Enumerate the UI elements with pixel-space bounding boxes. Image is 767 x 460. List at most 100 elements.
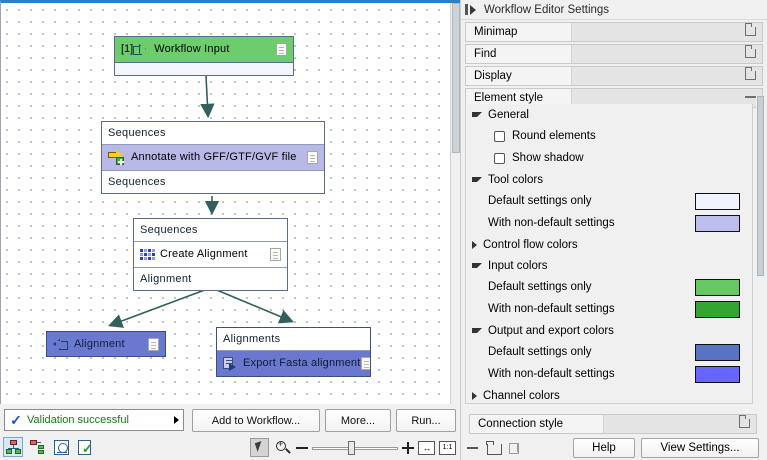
node-header[interactable]: Alignment xyxy=(47,332,165,356)
color-row-label: With non-default settings xyxy=(488,303,615,315)
group-control-flow-colors[interactable]: Control flow colors xyxy=(466,234,752,255)
node-input-port-alignments[interactable]: Alignments xyxy=(217,328,370,351)
workflow-canvas[interactable]: [1] Workflow Input Sequences Annotate xyxy=(1,3,450,404)
node-output-port-alignment[interactable]: Alignment xyxy=(134,267,287,290)
color-swatch[interactable] xyxy=(695,193,740,210)
group-channel-colors[interactable]: Channel colors xyxy=(466,385,752,403)
scrollbar-thumb[interactable] xyxy=(757,96,764,276)
settings-section-minimap[interactable]: Minimap xyxy=(465,22,763,42)
checkbox-round-elements[interactable]: Round elements xyxy=(466,125,752,147)
chevron-down-icon[interactable] xyxy=(472,263,482,268)
color-swatch[interactable] xyxy=(695,301,740,318)
restore-icon[interactable] xyxy=(744,45,756,58)
settings-section-display[interactable]: Display xyxy=(465,66,763,86)
group-output-export-colors[interactable]: Output and export colors xyxy=(466,320,752,341)
export-icon xyxy=(223,356,237,371)
restore-all-icon[interactable] xyxy=(485,439,503,457)
validation-status-dropdown[interactable]: ✓ Validation successful xyxy=(4,409,184,431)
zoom-toolbar: ↔ 1:1 xyxy=(250,435,456,460)
caret-right-icon[interactable] xyxy=(174,416,179,424)
validate-checklist-icon[interactable]: ✓ xyxy=(75,437,95,457)
checkbox-icon[interactable] xyxy=(494,152,505,164)
node-document-icon[interactable] xyxy=(148,337,159,351)
chevron-down-icon[interactable] xyxy=(472,177,482,182)
chevron-down-icon[interactable] xyxy=(472,328,482,333)
node-header[interactable]: Export Fasta alignment xyxy=(217,351,370,376)
settings-section-element-style[interactable]: Element style xyxy=(465,88,763,108)
panel-expand-icon[interactable] xyxy=(470,4,476,15)
color-row-input-default[interactable]: Default settings only xyxy=(466,276,752,298)
color-row-tool-nondefault[interactable]: With non-default settings xyxy=(466,212,752,234)
magnifier-plus-icon[interactable] xyxy=(273,438,292,457)
workflow-node-alignment-output[interactable]: Alignment xyxy=(46,331,166,357)
node-output-port-sequences[interactable]: Sequences xyxy=(102,170,324,193)
color-row-output-nondefault[interactable]: With non-default settings xyxy=(466,363,752,385)
minimize-icon[interactable] xyxy=(745,93,756,102)
settings-footer: Help View Settings... xyxy=(461,436,767,460)
history-clock-icon[interactable] xyxy=(51,437,71,457)
workflow-node-export-fasta-alignment[interactable]: Alignments Export Fasta alignment xyxy=(216,327,371,377)
layout-workflow-icon[interactable] xyxy=(3,437,23,457)
chevron-right-icon[interactable] xyxy=(472,391,477,400)
color-row-output-default[interactable]: Default settings only xyxy=(466,341,752,363)
node-output-port[interactable] xyxy=(115,62,293,75)
node-title: Alignment xyxy=(74,337,125,350)
element-style-content: General Round elements Show shadow Tool … xyxy=(465,104,753,404)
alignment-grid-icon xyxy=(140,248,155,261)
node-header[interactable]: Annotate with GFF/GTF/GVF file xyxy=(102,145,324,170)
restore-icon[interactable] xyxy=(744,67,756,80)
zoom-100-button[interactable]: 1:1 xyxy=(439,440,456,455)
node-document-icon[interactable] xyxy=(270,248,281,261)
settings-section-connection-style[interactable]: Connection style xyxy=(469,414,757,434)
node-input-port-sequences[interactable]: Sequences xyxy=(102,122,324,145)
settings-vertical-scrollbar[interactable] xyxy=(756,96,765,408)
color-row-tool-default[interactable]: Default settings only xyxy=(466,190,752,212)
zoom-in-icon[interactable] xyxy=(402,441,414,454)
color-swatch[interactable] xyxy=(695,366,740,383)
color-row-input-nondefault[interactable]: With non-default settings xyxy=(466,298,752,320)
node-document-icon[interactable] xyxy=(276,43,287,56)
minimize-all-icon[interactable] xyxy=(464,439,482,457)
arrange-icon[interactable] xyxy=(506,439,524,457)
zoom-slider-knob[interactable] xyxy=(348,440,355,455)
checkbox-show-shadow[interactable]: Show shadow xyxy=(466,147,752,169)
run-button[interactable]: Run... xyxy=(396,409,456,432)
node-header[interactable]: Create Alignment xyxy=(134,242,287,267)
add-to-workflow-button[interactable]: Add to Workflow... xyxy=(192,409,320,432)
view-settings-button[interactable]: View Settings... xyxy=(641,438,759,458)
workflow-editor-settings-pane: Workflow Editor Settings Minimap Find Di… xyxy=(461,0,767,460)
node-document-icon[interactable] xyxy=(360,357,370,370)
group-tool-colors[interactable]: Tool colors xyxy=(466,169,752,190)
zoom-out-icon[interactable] xyxy=(296,446,308,449)
help-button[interactable]: Help xyxy=(573,438,635,458)
node-document-icon[interactable] xyxy=(307,151,318,164)
node-input-port-sequences[interactable]: Sequences xyxy=(134,219,287,242)
group-label: Tool colors xyxy=(488,173,543,186)
color-swatch[interactable] xyxy=(695,279,740,296)
canvas-vertical-scrollbar[interactable] xyxy=(450,3,460,404)
validation-status-label: Validation successful xyxy=(27,414,129,426)
history-clock-glyph xyxy=(54,440,69,455)
scrollbar-thumb[interactable] xyxy=(452,3,460,153)
chevron-down-icon[interactable] xyxy=(472,112,482,117)
layout-workflow-alt-icon[interactable] xyxy=(27,437,47,457)
cursor-arrow-icon[interactable] xyxy=(250,438,269,457)
restore-icon[interactable] xyxy=(738,415,750,428)
checkbox-icon[interactable] xyxy=(494,130,505,142)
workflow-canvas-container[interactable]: [1] Workflow Input Sequences Annotate xyxy=(0,0,460,404)
section-bar xyxy=(604,415,756,433)
node-header[interactable]: [1] Workflow Input xyxy=(115,37,293,62)
more-button[interactable]: More... xyxy=(325,409,391,432)
zoom-slider[interactable] xyxy=(312,440,398,455)
fit-width-icon[interactable]: ↔ xyxy=(418,440,435,455)
workflow-node-annotate-with-gff[interactable]: Sequences Annotate with GFF/GTF/GVF file… xyxy=(101,121,325,194)
group-general[interactable]: General xyxy=(466,104,752,125)
settings-section-find[interactable]: Find xyxy=(465,44,763,64)
workflow-node-create-alignment[interactable]: Sequences Create Alignment Alignment xyxy=(133,218,288,291)
restore-icon[interactable] xyxy=(744,23,756,36)
color-swatch[interactable] xyxy=(695,344,740,361)
group-input-colors[interactable]: Input colors xyxy=(466,255,752,276)
chevron-right-icon[interactable] xyxy=(472,240,477,249)
color-swatch[interactable] xyxy=(695,215,740,232)
workflow-node-workflow-input[interactable]: [1] Workflow Input xyxy=(114,36,294,76)
